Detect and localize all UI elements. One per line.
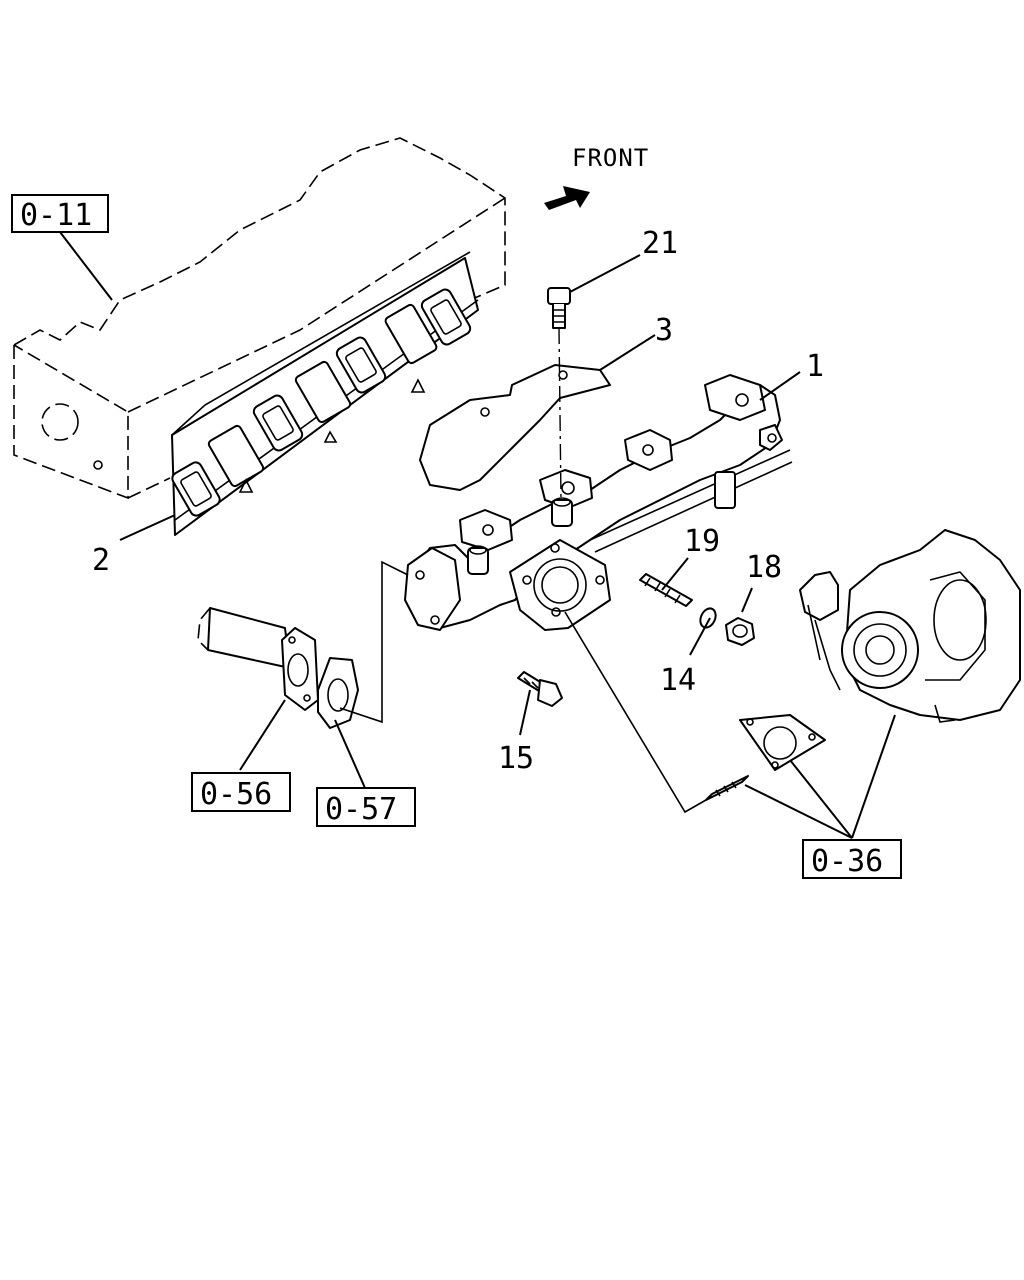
front-arrow-icon — [544, 186, 590, 210]
flange-to-stud-line — [564, 611, 707, 814]
reference-label-0-11: 0-11 — [20, 198, 92, 233]
reference-label-0-57: 0-57 — [325, 792, 397, 827]
bolt-21 — [547, 287, 571, 329]
turbo-gasket — [739, 714, 826, 771]
part-number-21: 21 — [642, 226, 678, 261]
part-number-2: 2 — [92, 543, 110, 578]
bolt-15 — [517, 671, 563, 707]
nut-18 — [725, 617, 755, 646]
exhaust-pipe-gasket — [317, 657, 359, 729]
stud-19 — [639, 573, 693, 607]
reference-box-0-57: 0-57 — [316, 787, 416, 827]
manifold-to-pipe-line — [339, 560, 409, 724]
part-number-14: 14 — [660, 663, 696, 698]
washer-14 — [699, 607, 717, 629]
leader-lines — [59, 231, 896, 839]
part-number-18: 18 — [746, 550, 782, 585]
reference-label-0-56: 0-56 — [200, 777, 272, 812]
reference-label-0-36: 0-36 — [811, 844, 883, 879]
front-direction-indicator: FRONT — [544, 144, 649, 210]
part-number-15: 15 — [498, 741, 534, 776]
part-number-3: 3 — [655, 313, 673, 348]
part-number-19: 19 — [684, 524, 720, 559]
exhaust-manifold-gasket — [171, 251, 479, 536]
part-number-1: 1 — [806, 349, 824, 384]
turbo-stud — [705, 775, 749, 801]
reference-box-0-56: 0-56 — [191, 772, 291, 812]
exhaust-manifold — [404, 374, 793, 631]
reference-box-0-36: 0-36 — [802, 839, 902, 879]
reference-box-0-11: 0-11 — [11, 194, 109, 233]
heat-shield-bracket — [419, 364, 611, 491]
exhaust-pipe — [197, 607, 319, 711]
engine-cylinder-head — [13, 137, 506, 500]
front-label: FRONT — [572, 144, 649, 172]
turbocharger — [799, 529, 1021, 723]
